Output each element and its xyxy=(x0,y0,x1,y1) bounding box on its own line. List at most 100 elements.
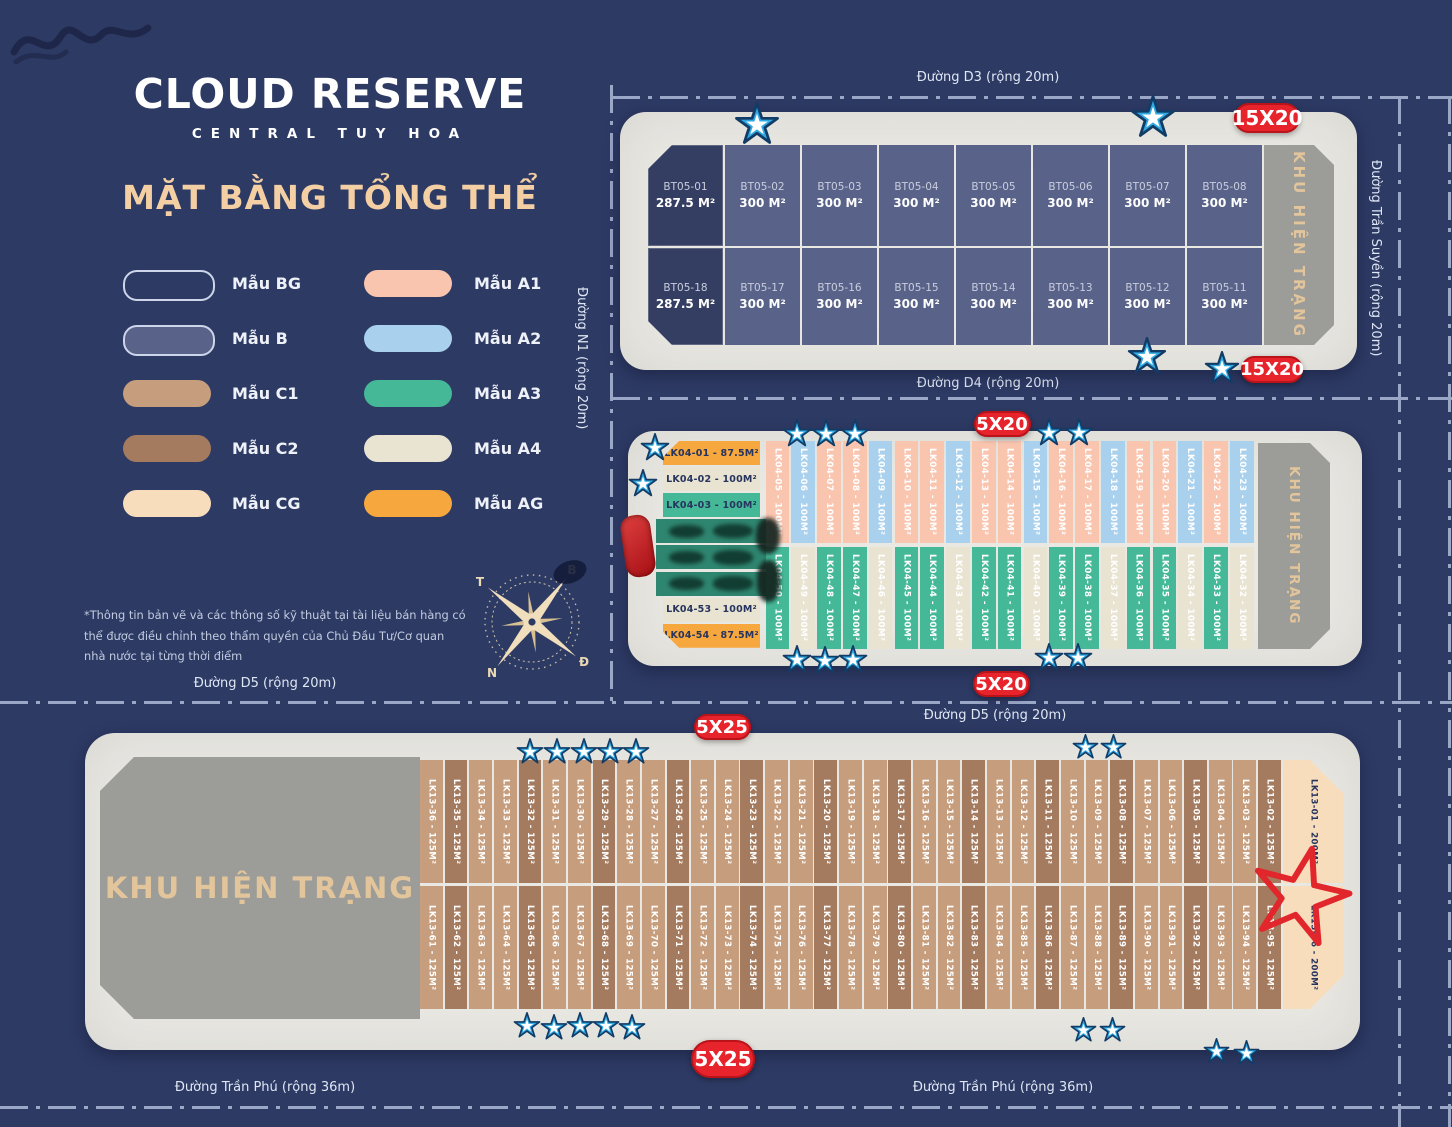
lot-LK13-20: LK13-20 - 125M² xyxy=(814,760,838,883)
road-line-tran-suyen xyxy=(1398,96,1401,1127)
lot-LK13-27: LK13-27 - 125M² xyxy=(641,760,665,883)
lot-LK04-42: LK04-42 - 100M² xyxy=(971,547,996,649)
legend-item-label: Mẫu AG xyxy=(474,494,544,513)
lot-BT05-18: BT05-18 287.5 M² xyxy=(648,248,723,345)
lot-LK04-19: LK04-19 - 100M² xyxy=(1126,441,1151,543)
lot-LK13-18: LK13-18 - 125M² xyxy=(863,760,887,883)
lot-LK13-84: LK13-84 - 125M² xyxy=(986,886,1010,1009)
road-line-d4 xyxy=(612,397,1452,400)
lot-LK04-41: LK04-41 - 100M² xyxy=(997,547,1022,649)
lot-LK04-07: LK04-07 - 100M² xyxy=(817,441,841,543)
lot-LK13-70: LK13-70 - 125M² xyxy=(641,886,665,1009)
road-line-tran-phu xyxy=(0,1106,1452,1109)
lot-LK13-83: LK13-83 - 125M² xyxy=(962,886,986,1009)
compass-letter-west: T xyxy=(476,575,485,589)
lot-LK13-81: LK13-81 - 125M² xyxy=(913,886,936,1009)
lot-LK04-14: LK04-14 - 100M² xyxy=(997,441,1022,543)
lot-LK04-17: LK04-17 - 100M² xyxy=(1075,441,1099,543)
brand-logo-subtitle: CENTRAL TUY HOA xyxy=(191,126,469,142)
road-label-d3: Đường D3 (rộng 20m) xyxy=(916,70,1060,85)
lot-LK13-89: LK13-89 - 125M² xyxy=(1110,886,1134,1009)
lot-LK13-16: LK13-16 - 125M² xyxy=(913,760,936,883)
watermark-smudge xyxy=(757,560,780,602)
dimension-badge: 5X25 xyxy=(691,1040,755,1078)
road-line-right-edge xyxy=(1448,96,1451,1127)
lot-LK13-24: LK13-24 - 125M² xyxy=(715,760,739,883)
star-marker-icon xyxy=(640,433,670,463)
star-marker-icon xyxy=(1034,418,1064,448)
lot-LK13-73: LK13-73 - 125M² xyxy=(715,886,739,1009)
lot-LK13-13: LK13-13 - 125M² xyxy=(986,760,1010,883)
lot-BT05-06: BT05-06 300 M² xyxy=(1033,145,1108,246)
star-marker-icon xyxy=(840,419,870,449)
lot-LK13-68: LK13-68 - 125M² xyxy=(592,886,616,1009)
star-marker-icon xyxy=(1063,643,1093,673)
watermark-smudge xyxy=(553,560,587,584)
lot-BT05-15: BT05-15 300 M² xyxy=(879,248,954,345)
dimension-badge: 5X25 xyxy=(693,714,751,740)
lot-BT05-11: BT05-11 300 M² xyxy=(1187,248,1262,345)
lot-LK13-75: LK13-75 - 125M² xyxy=(765,886,788,1009)
lot-LK04-15: LK04-15 - 100M² xyxy=(1023,441,1048,543)
lot-LK13-30: LK13-30 - 125M² xyxy=(567,760,591,883)
lot-LK13-67: LK13-67 - 125M² xyxy=(567,886,591,1009)
existing-area-lk13: KHU HIỆN TRẠNG xyxy=(100,757,420,1019)
lot-LK13-87: LK13-87 - 125M² xyxy=(1060,886,1084,1009)
lot-LK13-29: LK13-29 - 125M² xyxy=(592,760,616,883)
star-marker-icon xyxy=(543,738,571,766)
star-marker-icon xyxy=(540,1014,568,1042)
star-marker-icon xyxy=(734,102,780,148)
lot-LK04-46: LK04-46 - 100M² xyxy=(868,547,893,649)
star-marker-icon xyxy=(1034,643,1064,673)
lot-LK13-78: LK13-78 - 125M² xyxy=(839,886,862,1009)
lot-LK13-64: LK13-64 - 125M² xyxy=(493,886,517,1009)
legend-swatch xyxy=(364,435,452,462)
lot-LK13-77: LK13-77 - 125M² xyxy=(814,886,838,1009)
lot-LK04-32: LK04-32 - 100M² xyxy=(1229,547,1254,649)
legend-item-label: Mẫu BG xyxy=(232,274,302,293)
lot-LK13-05: LK13-05 - 125M² xyxy=(1184,760,1207,883)
legend-item-label: Mẫu CG xyxy=(232,494,301,513)
lot-LK13-02: LK13-02 - 125M² xyxy=(1258,760,1281,883)
lot-LK13-69: LK13-69 - 125M² xyxy=(617,886,641,1009)
lot-BT05-14: BT05-14 300 M² xyxy=(956,248,1031,345)
lot-LK13-92: LK13-92 - 125M² xyxy=(1184,886,1207,1009)
lot-LK13-17: LK13-17 - 125M² xyxy=(888,760,912,883)
lot-LK13-88: LK13-88 - 125M² xyxy=(1085,886,1109,1009)
star-marker-icon xyxy=(782,645,812,675)
lot-LK13-04: LK13-04 - 125M² xyxy=(1208,760,1232,883)
legend-swatch xyxy=(123,270,215,301)
lot-LK04-38: LK04-38 - 100M² xyxy=(1075,547,1099,649)
lot-LK13-36: LK13-36 - 125M² xyxy=(420,760,443,883)
lot-LK04-54: LK04-54 - 87.5M² xyxy=(663,624,760,648)
lot-LK13-86: LK13-86 - 125M² xyxy=(1036,886,1060,1009)
lot-LK13-32: LK13-32 - 125M² xyxy=(518,760,542,883)
lot-censored xyxy=(656,571,766,596)
lot-censored xyxy=(656,545,766,570)
lot-LK13-28: LK13-28 - 125M² xyxy=(617,760,641,883)
star-marker-icon xyxy=(1100,733,1127,761)
legend-item-label: Mẫu C1 xyxy=(232,384,299,403)
lot-BT05-13: BT05-13 300 M² xyxy=(1033,248,1108,345)
lot-BT05-01: BT05-01 287.5 M² xyxy=(648,145,723,246)
lot-LK13-11: LK13-11 - 125M² xyxy=(1036,760,1060,883)
existing-area-bt05: KHU HIỆN TRẠNG xyxy=(1264,145,1334,345)
star-marker-icon xyxy=(1233,1039,1260,1067)
legend-item-label: Mẫu A3 xyxy=(474,384,542,403)
lot-BT05-07: BT05-07 300 M² xyxy=(1110,145,1185,246)
lot-LK04-33: LK04-33 - 100M² xyxy=(1204,547,1228,649)
lot-LK04-03: LK04-03 - 100M² xyxy=(663,493,760,518)
lot-LK13-72: LK13-72 - 125M² xyxy=(691,886,714,1009)
red-star-icon xyxy=(1246,843,1354,951)
lot-LK13-61: LK13-61 - 125M² xyxy=(420,886,443,1009)
lot-LK04-23: LK04-23 - 100M² xyxy=(1229,441,1254,543)
road-line-d3 xyxy=(612,96,1452,99)
disclaimer-note: *Thông tin bản vẽ và các thông số kỹ thu… xyxy=(84,608,466,664)
star-marker-icon xyxy=(1127,337,1167,377)
road-label-d5-left: Đường D5 (rộng 20m) xyxy=(193,676,337,691)
lot-LK13-85: LK13-85 - 125M² xyxy=(1011,886,1035,1009)
lot-LK04-44: LK04-44 - 100M² xyxy=(920,547,945,649)
lot-LK13-80: LK13-80 - 125M² xyxy=(888,886,912,1009)
legend-swatch xyxy=(364,270,452,297)
lot-LK04-16: LK04-16 - 100M² xyxy=(1049,441,1074,543)
